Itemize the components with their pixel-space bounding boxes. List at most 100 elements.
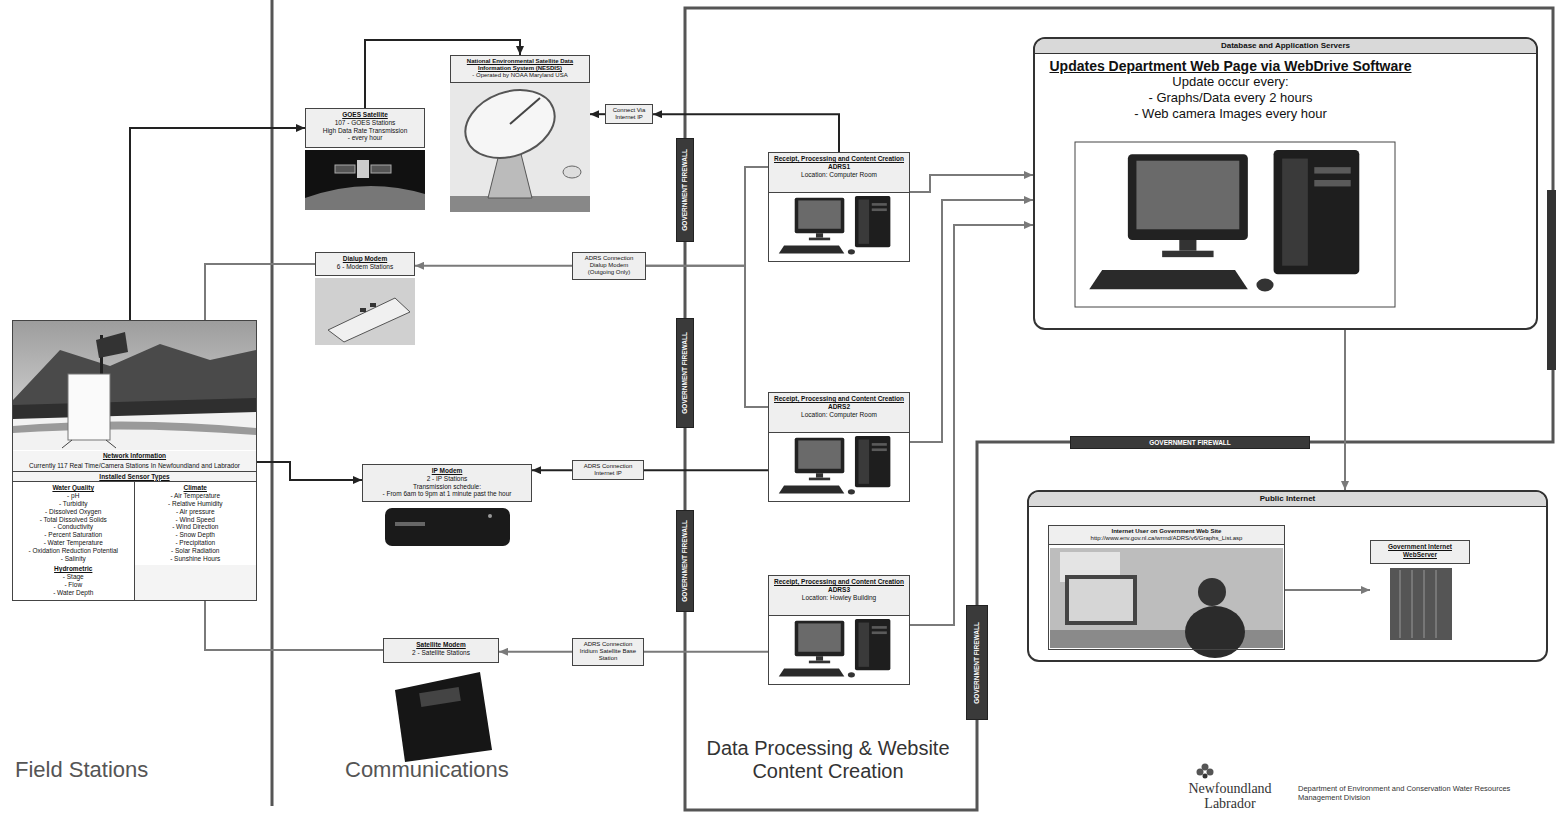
modem-box: Satellite Modem2 - Satellite Stations: [383, 638, 499, 765]
server-panel: Database and Application ServersUpdates …: [1033, 37, 1538, 330]
satellite-box: GOES Satellite107 - GOES StationsHigh Da…: [305, 108, 425, 210]
box-text: Installed Sensor Types: [13, 471, 256, 482]
server-stripe: [1412, 570, 1413, 638]
box-text: IP Modem: [366, 467, 528, 475]
connector: [532, 469, 572, 471]
server-cabinet: [1390, 568, 1452, 640]
firewall-label: GOVERNMENT FIREWALL: [1149, 439, 1231, 447]
box-text: Currently 117 Real Time/Camera Stations …: [13, 461, 256, 471]
connector: [646, 167, 768, 266]
picture-area: [362, 502, 532, 560]
box-text: - Web camera Images every hour: [1035, 106, 1536, 122]
box-text: ADRS Connection Internet IP: [576, 463, 640, 477]
logo-petal: [1203, 774, 1208, 779]
box-text: - Snow Depth: [136, 531, 256, 539]
firewall-bar: GOVERNMENT FIREWALL: [676, 318, 694, 428]
box-text: - Stage: [14, 573, 133, 581]
connector: [910, 200, 1033, 442]
box-text: Database and Application Servers: [1035, 39, 1536, 54]
connector: [415, 265, 572, 267]
box-text: Receipt, Processing and Content Creation: [772, 395, 906, 403]
box-text: - Salinity: [14, 555, 133, 563]
box-text: - Total Dissolved Solids: [14, 516, 133, 524]
satellite-body: [357, 160, 369, 178]
modem-light: [488, 514, 492, 518]
box-text: - Sunshine Hours: [136, 555, 256, 563]
box-text: Satellite Modem: [387, 641, 495, 649]
box-text: - Oxidation Reduction Potential: [14, 547, 133, 555]
label-holder: Field Stations: [15, 757, 245, 783]
connection-box: Connect Via Internet IP: [605, 104, 653, 124]
connector: [1285, 589, 1370, 591]
dish: [456, 78, 564, 170]
modem-box: Dialup Modem6 - Modem Stations: [315, 252, 415, 346]
person-body: [1185, 606, 1245, 658]
box-text: - Wind Speed: [136, 516, 256, 524]
box-text: 2 - Satellite Stations: [387, 649, 495, 657]
picture-area: [1370, 564, 1470, 640]
connector: [644, 469, 768, 471]
box-text: - Air pressure: [136, 508, 256, 516]
connector: [910, 225, 1033, 625]
server-stripe: [1400, 570, 1401, 638]
firewall-label: GOVERNMENT FIREWALL: [681, 149, 689, 231]
box-text: - Relative Humidity: [136, 500, 256, 508]
ip-modem-device: [385, 508, 510, 546]
firewall-bar: GOVERNMENT FIREWALL: [966, 605, 988, 720]
box-text: - Turbidity: [14, 500, 133, 508]
box-text: Location: Computer Room: [772, 411, 906, 419]
label-holder: Communications: [345, 757, 595, 783]
box-text: - Water Depth: [14, 589, 133, 597]
earth-limb: [305, 186, 425, 210]
box-text: Update occur every:: [1035, 74, 1536, 90]
box-text: Connect Via Internet IP: [609, 107, 649, 121]
user-box: Internet User on Government Web Sitehttp…: [1048, 525, 1285, 650]
box-text: ADRS2: [772, 403, 906, 411]
box-text: Location: Howley Building: [772, 594, 906, 602]
box-text: Water Quality: [14, 484, 133, 492]
box-text: Government Internet WebServer: [1374, 543, 1466, 559]
box-text: Receipt, Processing and Content Creation: [772, 578, 906, 586]
firewall-bar: GOVERNMENT FIREWALL: [676, 510, 694, 612]
photo-screen: [1069, 579, 1133, 621]
picture-area: [383, 663, 499, 765]
connector: [130, 128, 305, 320]
satellite-panel: [335, 165, 355, 173]
satellite-modem-device: [395, 672, 492, 762]
computer-icon: [779, 619, 891, 677]
box-text: - every hour: [309, 134, 421, 142]
connector: [205, 264, 315, 320]
box-text: Transmission schedule:: [366, 483, 528, 491]
section-label: Data Processing & Website Content Creati…: [703, 737, 953, 783]
divider-line: [271, 0, 274, 806]
logo-petal: [1207, 769, 1214, 776]
modem-port: [370, 303, 376, 307]
modem-box: IP Modem2 - IP StationsTransmission sche…: [362, 464, 532, 560]
box-text: 2 - IP Stations: [366, 475, 528, 483]
firewall-bar: GOVERNMENT FIREWALL: [676, 138, 694, 242]
box-text: - pH: [14, 492, 133, 500]
picture-area: [315, 276, 415, 346]
box-text: - Dissolved Oxygen: [14, 508, 133, 516]
connection-box: ADRS Connection Iridium Satellite Base S…: [572, 638, 644, 666]
label-holder: Newfoundland Labrador: [1170, 781, 1290, 812]
box-text: - Water Temperature: [14, 539, 133, 547]
box-text: Internet User on Government Web Site: [1052, 528, 1281, 535]
box-text: - Conductivity: [14, 523, 133, 531]
box-text: - From 6am to 9pm at 1 minute past the h…: [366, 490, 528, 498]
modem-display: [419, 687, 461, 707]
connection-box: ADRS Connection Internet IP: [572, 460, 644, 480]
section-label: Field Stations: [15, 757, 245, 783]
label-holder: Data Processing & Website Content Creati…: [703, 737, 953, 783]
box-text: Climate: [136, 484, 256, 492]
box-text: GOES Satellite: [309, 111, 421, 119]
space-photo: [305, 150, 425, 210]
box-text: Hydrometric: [14, 565, 133, 573]
photo-area: [13, 321, 256, 451]
firewall-label: GOVERNMENT FIREWALL: [681, 520, 689, 602]
box-text: - Solar Radiation: [136, 547, 256, 555]
server-stripe: [1424, 570, 1425, 638]
box-text: High Data Rate Transmission: [309, 127, 421, 135]
box-text: Receipt, Processing and Content Creation: [772, 155, 906, 163]
firewall-bar-edge: [1547, 190, 1556, 370]
